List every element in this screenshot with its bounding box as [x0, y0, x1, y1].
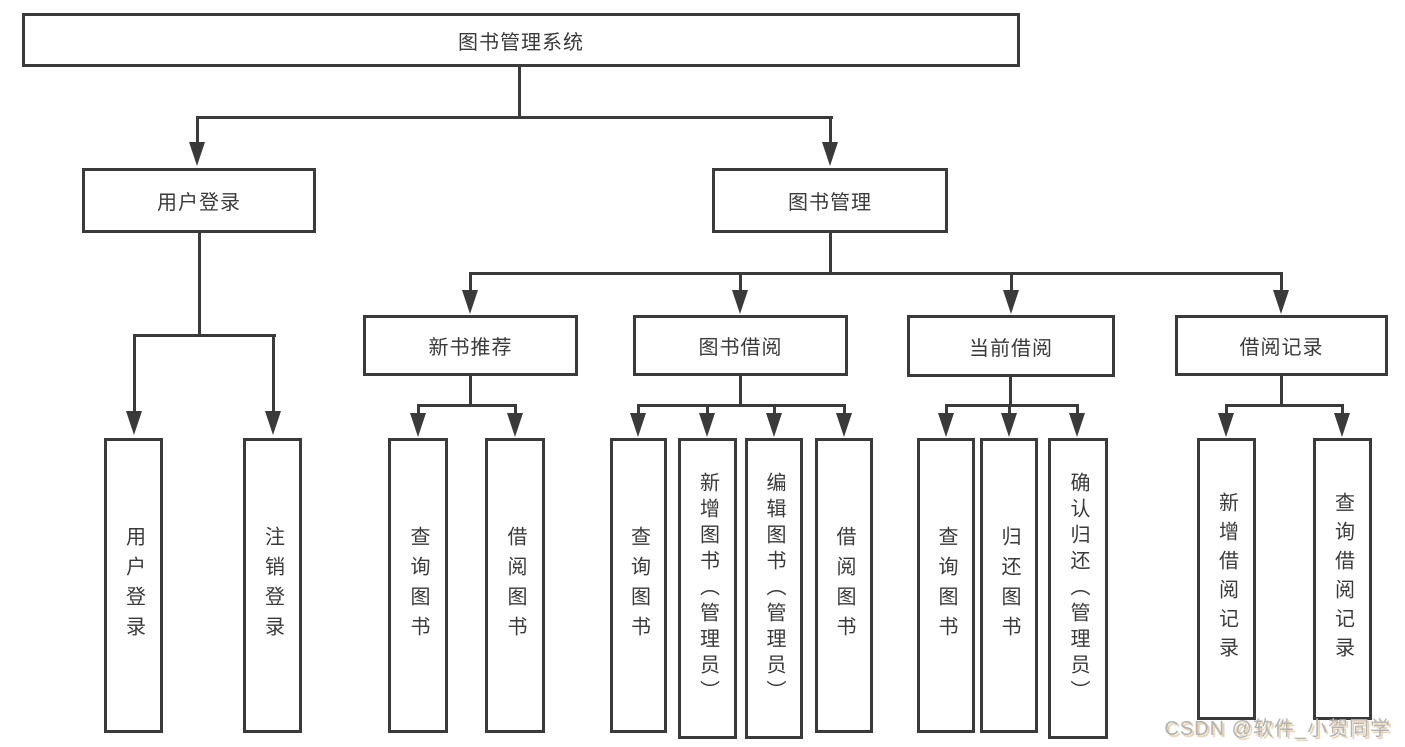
- node-label: 借阅图书: [504, 525, 526, 646]
- edge-to-book-borrowing: [739, 272, 742, 294]
- node-label: 图书管理系统: [458, 31, 584, 54]
- node-leaf-query-borrow-record: 查询借阅记录: [1313, 438, 1372, 720]
- edge-to-borrowing-records: [1280, 272, 1283, 294]
- node-new-book-recommend: 新书推荐: [363, 315, 578, 376]
- arrow-down-icon: [1001, 413, 1017, 437]
- node-leaf-confirm-return-admin: 确认归还（管理员）: [1048, 438, 1108, 739]
- node-label: 当前借阅: [969, 337, 1053, 360]
- node-leaf-borrow-books-recommend: 借阅图书: [485, 438, 545, 733]
- edge-to-leaf-query-books: [637, 404, 640, 416]
- edge-user-login-stem: [198, 233, 201, 336]
- edge-new-book-recommend-stem: [469, 376, 472, 407]
- edge-to-leaf-query-books: [945, 404, 948, 416]
- node-label: 注销登录: [261, 525, 284, 646]
- arrow-down-icon: [822, 142, 838, 166]
- arrow-down-icon: [732, 290, 748, 314]
- edge-to-leaf-add-books: [706, 404, 709, 416]
- arrow-down-icon: [938, 413, 954, 437]
- edge-root-to-user-login: [196, 116, 199, 146]
- node-root-library-management-system: 图书管理系统: [22, 13, 1020, 67]
- node-current-borrowing: 当前借阅: [907, 315, 1115, 377]
- node-label: 查询图书: [407, 525, 429, 646]
- node-leaf-edit-books-admin: 编辑图书（管理员）: [745, 438, 803, 739]
- arrow-down-icon: [126, 411, 142, 435]
- edge-to-current-borrowing: [1010, 272, 1013, 294]
- edge-current-borrowing-bar: [945, 404, 1079, 407]
- arrow-down-icon: [1218, 413, 1234, 437]
- node-label: 新增借阅记录: [1215, 492, 1238, 666]
- node-label: 借阅图书: [833, 525, 855, 646]
- edge-root-stem: [518, 67, 521, 118]
- edge-borrowing-records-bar: [1225, 404, 1344, 407]
- edge-to-leaf-logout: [272, 334, 275, 414]
- arrow-down-icon: [1069, 413, 1085, 437]
- arrow-down-icon: [265, 411, 281, 435]
- node-leaf-query-books-borrowing: 查询图书: [610, 438, 667, 733]
- edge-to-leaf-query-record: [1341, 404, 1344, 416]
- arrow-down-icon: [836, 413, 852, 437]
- node-leaf-add-borrow-record: 新增借阅记录: [1197, 438, 1256, 720]
- edge-book-borrowing-stem: [739, 376, 742, 407]
- edge-to-leaf-edit-books: [773, 404, 776, 416]
- arrow-down-icon: [1273, 290, 1289, 314]
- node-label: 查询图书: [627, 525, 650, 646]
- edge-to-leaf-confirm-return: [1076, 404, 1079, 416]
- edge-to-leaf-query-books: [417, 404, 420, 416]
- node-label: 查询借阅记录: [1331, 492, 1354, 666]
- arrow-down-icon: [766, 413, 782, 437]
- edge-new-book-recommend-bar: [417, 404, 517, 407]
- node-label: 图书借阅: [698, 337, 783, 359]
- edge-book-management-stem: [829, 233, 832, 274]
- node-leaf-logout: 注销登录: [243, 438, 302, 733]
- edge-current-borrowing-stem: [1009, 377, 1012, 407]
- node-label: 借阅记录: [1239, 337, 1324, 359]
- arrow-down-icon: [1334, 413, 1350, 437]
- node-label: 确认归还（管理员）: [1067, 471, 1089, 706]
- node-label: 用户登录: [157, 192, 241, 214]
- arrow-down-icon: [507, 413, 523, 437]
- node-user-login: 用户登录: [82, 168, 316, 233]
- node-leaf-borrow-books: 借阅图书: [815, 438, 873, 733]
- csdn-watermark: CSDN @软件_小贺同学: [1164, 718, 1391, 740]
- node-label: 新增图书（管理员）: [696, 471, 719, 706]
- edge-to-leaf-user-login: [133, 334, 136, 414]
- node-book-borrowing: 图书借阅: [633, 315, 848, 376]
- edge-book-management-bar: [469, 272, 1283, 275]
- node-leaf-add-books-admin: 新增图书（管理员）: [678, 438, 737, 739]
- edge-to-new-book-recommend: [469, 272, 472, 294]
- arrow-down-icon: [699, 413, 715, 437]
- edge-root-bar: [197, 116, 833, 119]
- node-leaf-user-login: 用户登录: [104, 438, 163, 733]
- node-leaf-return-books: 归还图书: [980, 438, 1038, 733]
- edge-to-leaf-add-record: [1225, 404, 1228, 416]
- arrow-down-icon: [1003, 290, 1019, 314]
- edge-user-login-bar: [133, 334, 276, 337]
- node-leaf-query-books-current: 查询图书: [917, 438, 975, 733]
- edge-to-leaf-borrow-books: [514, 404, 517, 416]
- arrow-down-icon: [462, 290, 478, 314]
- node-book-management: 图书管理: [712, 168, 948, 233]
- edge-borrowing-records-stem: [1280, 376, 1283, 407]
- edge-to-leaf-borrow-books: [843, 404, 846, 416]
- edge-book-borrowing-bar: [637, 404, 845, 407]
- arrow-down-icon: [189, 142, 205, 166]
- node-label: 新书推荐: [428, 337, 513, 359]
- arrow-down-icon: [410, 413, 426, 437]
- node-label: 归还图书: [998, 525, 1020, 646]
- edge-root-to-book-management: [829, 116, 832, 146]
- arrow-down-icon: [630, 413, 646, 437]
- node-label: 用户登录: [122, 525, 145, 646]
- node-label: 图书管理: [788, 192, 872, 214]
- node-label: 查询图书: [935, 525, 957, 646]
- node-label: 编辑图书（管理员）: [763, 471, 785, 706]
- node-leaf-query-books-recommend: 查询图书: [388, 438, 448, 733]
- edge-to-leaf-return-books: [1008, 404, 1011, 416]
- node-borrowing-records: 借阅记录: [1175, 315, 1388, 376]
